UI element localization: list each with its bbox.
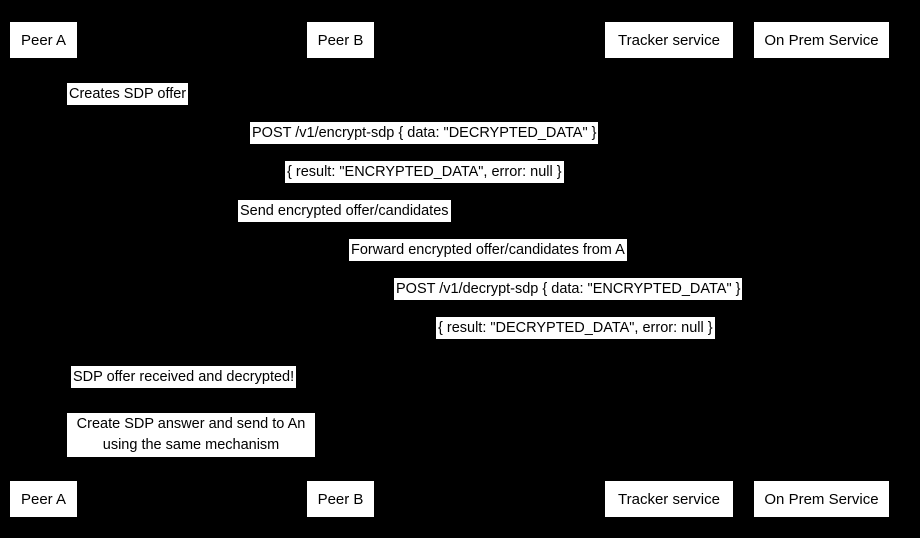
message-text: { result: "ENCRYPTED_DATA", error: null … — [287, 163, 562, 180]
message-creates-sdp-offer[interactable]: Creates SDP offer — [67, 83, 189, 105]
participant-label: Peer A — [20, 31, 67, 49]
participant-top-peer-a[interactable]: Peer A — [10, 22, 77, 58]
message-forward-encrypted-offer[interactable]: Forward encrypted offer/candidates from … — [349, 239, 627, 261]
message-decrypt-sdp-result[interactable]: { result: "DECRYPTED_DATA", error: null … — [436, 317, 715, 339]
message-text: { result: "DECRYPTED_DATA", error: null … — [438, 319, 713, 336]
note-line-1: Create SDP answer and send to An — [76, 416, 306, 432]
participant-label: Tracker service — [618, 31, 720, 49]
message-text: Creates SDP offer — [69, 85, 187, 102]
note-line-2: using the same mechanism — [102, 437, 280, 453]
participant-label: Tracker service — [618, 490, 720, 508]
participant-top-peer-b[interactable]: Peer B — [307, 22, 374, 58]
message-text: Forward encrypted offer/candidates from … — [351, 241, 625, 258]
participant-bottom-peer-a[interactable]: Peer A — [10, 481, 77, 517]
message-post-decrypt-sdp[interactable]: POST /v1/decrypt-sdp { data: "ENCRYPTED_… — [394, 278, 743, 300]
message-send-encrypted-offer[interactable]: Send encrypted offer/candidates — [238, 200, 451, 222]
message-text: Send encrypted offer/candidates — [240, 202, 449, 219]
participant-top-tracker-service[interactable]: Tracker service — [605, 22, 733, 58]
participant-bottom-tracker-service[interactable]: Tracker service — [605, 481, 733, 517]
participant-bottom-on-prem-service[interactable]: On Prem Service — [754, 481, 889, 517]
message-sdp-offer-received[interactable]: SDP offer received and decrypted! — [71, 366, 297, 388]
participant-label: Peer A — [20, 490, 67, 508]
participant-label: On Prem Service — [764, 31, 879, 49]
participant-label: Peer B — [317, 31, 364, 49]
participant-bottom-peer-b[interactable]: Peer B — [307, 481, 374, 517]
participant-label: Peer B — [317, 490, 364, 508]
participant-top-on-prem-service[interactable]: On Prem Service — [754, 22, 889, 58]
participant-label: On Prem Service — [764, 490, 879, 508]
message-text: POST /v1/encrypt-sdp { data: "DECRYPTED_… — [252, 124, 597, 141]
message-encrypt-sdp-result[interactable]: { result: "ENCRYPTED_DATA", error: null … — [285, 161, 564, 183]
message-text: SDP offer received and decrypted! — [73, 368, 295, 385]
message-post-encrypt-sdp[interactable]: POST /v1/encrypt-sdp { data: "DECRYPTED_… — [250, 122, 599, 144]
note-create-sdp-answer[interactable]: Create SDP answer and send to An using t… — [67, 413, 315, 457]
message-text: POST /v1/decrypt-sdp { data: "ENCRYPTED_… — [396, 280, 741, 297]
